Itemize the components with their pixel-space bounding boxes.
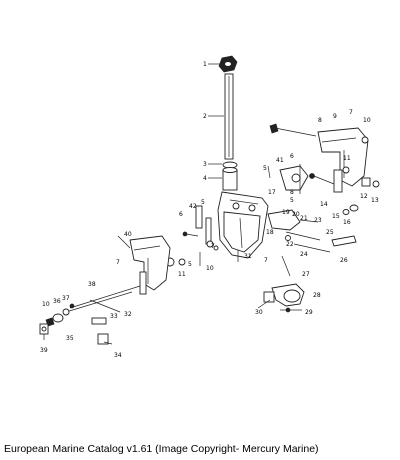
callout-3: 3 bbox=[203, 161, 207, 168]
callout-10: 10 bbox=[363, 117, 371, 124]
part-left-bracket bbox=[129, 235, 171, 295]
callout-35: 35 bbox=[66, 335, 74, 342]
callout-14: 14 bbox=[320, 201, 328, 208]
part-small-block bbox=[97, 333, 109, 345]
callout-40: 40 bbox=[124, 231, 132, 238]
image-caption: European Marine Catalog v1.61 (Image Cop… bbox=[4, 443, 319, 455]
callout-6b: 6 bbox=[290, 153, 294, 160]
callout-11b: 11 bbox=[178, 271, 186, 278]
part-long-rod-left bbox=[65, 285, 141, 313]
callout-21: 21 bbox=[300, 215, 308, 222]
callout-34: 34 bbox=[114, 352, 122, 359]
callout-2: 2 bbox=[203, 113, 207, 120]
callout-29: 29 bbox=[305, 309, 313, 316]
callout-31: 31 bbox=[244, 253, 252, 260]
callout-26: 26 bbox=[340, 257, 348, 264]
callout-5c: 5 bbox=[188, 261, 192, 268]
callout-15: 15 bbox=[332, 213, 340, 220]
part-center-pins bbox=[182, 205, 219, 251]
callout-7: 7 bbox=[349, 109, 353, 116]
part-small-bolt bbox=[285, 307, 302, 313]
callout-5: 5 bbox=[263, 165, 267, 172]
callout-8b: 8 bbox=[290, 189, 294, 196]
part-right-upper-bracket bbox=[317, 127, 369, 193]
part-tilt-lever bbox=[267, 209, 331, 253]
callout-23: 23 bbox=[314, 217, 322, 224]
callout-24: 24 bbox=[300, 251, 308, 258]
callout-11: 11 bbox=[343, 155, 351, 162]
callout-19: 19 bbox=[282, 209, 290, 216]
callout-7c: 7 bbox=[264, 257, 268, 264]
part-bolts-right bbox=[309, 136, 380, 188]
callout-17: 17 bbox=[268, 189, 276, 196]
part-clip-39 bbox=[39, 323, 49, 335]
callout-39: 39 bbox=[40, 347, 48, 354]
part-steering-shaft bbox=[224, 73, 234, 160]
callout-13: 13 bbox=[371, 197, 379, 204]
part-rod bbox=[281, 255, 291, 277]
part-bar-left bbox=[89, 299, 121, 325]
callout-42: 42 bbox=[189, 203, 197, 210]
part-nut-top bbox=[218, 55, 238, 73]
callout-6: 6 bbox=[179, 211, 183, 218]
callout-37: 37 bbox=[62, 295, 70, 302]
callout-7b: 7 bbox=[116, 259, 120, 266]
callout-20: 20 bbox=[292, 211, 300, 218]
callout-36: 36 bbox=[53, 298, 61, 305]
exploded-parts-diagram: 1 2 3 4 5 6 7 8 9 10 11 12 13 14 15 16 1… bbox=[39, 55, 380, 359]
callout-32: 32 bbox=[124, 311, 132, 318]
callout-30: 30 bbox=[255, 309, 263, 316]
callout-8: 8 bbox=[318, 117, 322, 124]
part-clamp-assembly bbox=[263, 283, 305, 307]
callout-7d: 7 bbox=[211, 243, 215, 250]
part-bushing bbox=[222, 167, 238, 191]
callout-27: 27 bbox=[302, 271, 310, 278]
callout-5b: 5 bbox=[201, 199, 205, 206]
callout-10b: 10 bbox=[206, 265, 214, 272]
callout-labels: 1 2 3 4 5 6 7 8 9 10 11 12 13 14 15 16 1… bbox=[40, 61, 379, 359]
callout-5d: 5 bbox=[290, 197, 294, 204]
callout-12: 12 bbox=[360, 193, 368, 200]
callout-41: 41 bbox=[276, 157, 284, 164]
part-fasteners-lower-right bbox=[342, 204, 359, 215]
part-long-bolt bbox=[269, 123, 317, 137]
callout-38: 38 bbox=[88, 281, 96, 288]
callout-25: 25 bbox=[326, 229, 334, 236]
part-plate bbox=[331, 235, 357, 247]
leader-lines bbox=[43, 63, 286, 345]
callout-22: 22 bbox=[286, 241, 294, 248]
callout-9: 9 bbox=[333, 113, 337, 120]
callout-33: 33 bbox=[110, 313, 118, 320]
part-fasteners-left bbox=[45, 303, 75, 327]
part-link-arm bbox=[279, 164, 309, 194]
part-bolts-center-left bbox=[165, 252, 201, 267]
callout-16: 16 bbox=[343, 219, 351, 226]
callout-18: 18 bbox=[266, 229, 274, 236]
callout-28: 28 bbox=[313, 292, 321, 299]
part-swivel-bracket bbox=[217, 191, 269, 259]
callout-10c: 10 bbox=[42, 301, 50, 308]
callout-4: 4 bbox=[203, 175, 207, 182]
callout-1: 1 bbox=[203, 61, 207, 68]
